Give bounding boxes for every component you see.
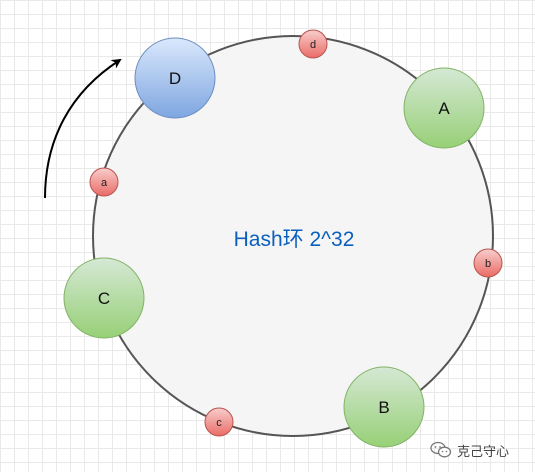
key-c: c	[204, 407, 234, 437]
node-c-label: C	[98, 289, 110, 308]
clockwise-rotation-arrow	[44, 58, 122, 199]
node-b: B	[343, 366, 425, 448]
key-b-label: b	[485, 258, 491, 270]
key-d: d	[298, 29, 328, 59]
key-a-label: a	[101, 177, 108, 189]
node-a-label: A	[438, 99, 450, 118]
wechat-icon	[430, 441, 452, 459]
node-d-label: D	[169, 69, 181, 88]
hash-ring	[92, 35, 494, 437]
key-c-label: c	[216, 417, 222, 429]
watermark: 克己守心	[430, 441, 509, 459]
node-c: C	[63, 257, 145, 339]
node-d: D	[134, 37, 216, 119]
key-b: b	[473, 248, 503, 278]
node-a: A	[403, 67, 485, 149]
node-b-label: B	[378, 398, 389, 417]
key-a: a	[89, 167, 119, 197]
watermark-text: 克己守心	[457, 443, 510, 459]
ring-label: Hash环 2^32	[234, 228, 355, 251]
key-d-label: d	[310, 39, 316, 51]
